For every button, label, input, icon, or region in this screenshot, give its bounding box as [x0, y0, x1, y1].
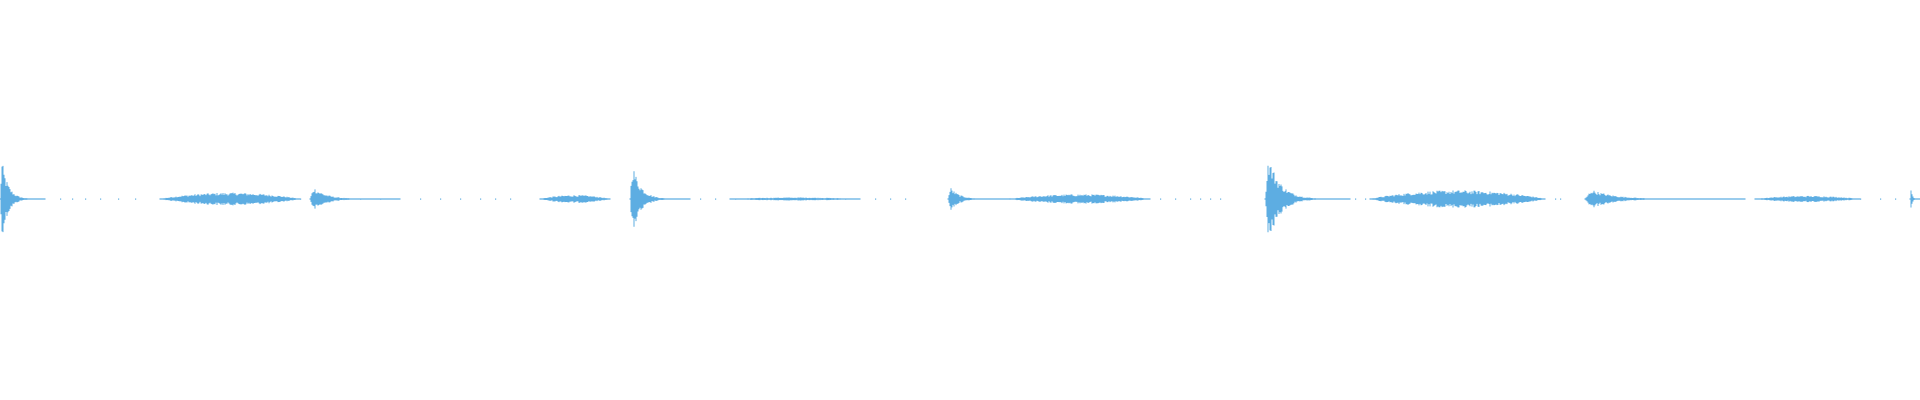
waveform-noise-tick [1880, 198, 1882, 200]
waveform-burst-3 [629, 171, 691, 227]
waveform-noise-tick [875, 198, 877, 200]
waveform-burst-7 [1909, 190, 1920, 208]
waveform-burst-1 [0, 165, 46, 233]
waveform-segment-2 [539, 195, 611, 203]
waveform-noise-tick [1355, 198, 1357, 200]
waveform-burst-6 [1584, 190, 1746, 208]
waveform-noise-tick [1190, 198, 1192, 200]
waveform-burst-2 [309, 189, 401, 209]
waveform-segment-5 [1369, 190, 1546, 208]
waveform-noise-tick [890, 198, 892, 200]
waveform-noise-tick [1160, 198, 1162, 200]
waveform-noise-tick [460, 198, 462, 200]
waveform-segment-1 [159, 192, 301, 206]
waveform-noise-tick [1210, 198, 1212, 200]
waveform-noise-tick [1555, 198, 1557, 200]
waveform-noise-tick [1860, 198, 1862, 200]
waveform-noise-tick [440, 198, 442, 200]
waveform-noise-tick [420, 198, 422, 200]
waveform-noise-tick [1175, 198, 1177, 200]
waveform-noise-tick [1895, 198, 1897, 200]
waveform-noise-tick [72, 198, 74, 200]
waveform-noise-tick [135, 198, 137, 200]
waveform-noise-tick [1200, 198, 1202, 200]
waveform-burst-4 [947, 188, 1011, 210]
waveform-burst-5 [1264, 165, 1351, 233]
waveform-noise-tick [715, 198, 717, 200]
waveform-noise-tick [510, 198, 512, 200]
waveform-segment-3 [729, 197, 861, 201]
waveform-noise-tick [905, 198, 907, 200]
waveform-segment-4 [1009, 194, 1151, 204]
waveform-noise-tick [1365, 198, 1367, 200]
waveform-noise-tick [100, 198, 102, 200]
waveform-noise-tick [495, 198, 497, 200]
waveform-noise-tick [700, 198, 702, 200]
waveform-noise-tick [1220, 198, 1222, 200]
waveform-noise-tick [300, 198, 302, 200]
waveform-segment-6 [1754, 195, 1861, 203]
waveform-noise-tick [85, 198, 87, 200]
waveform-noise-tick [480, 198, 482, 200]
waveform-noise-tick [118, 198, 120, 200]
waveform-noise-tick [1560, 198, 1562, 200]
waveform-noise-tick [60, 198, 62, 200]
